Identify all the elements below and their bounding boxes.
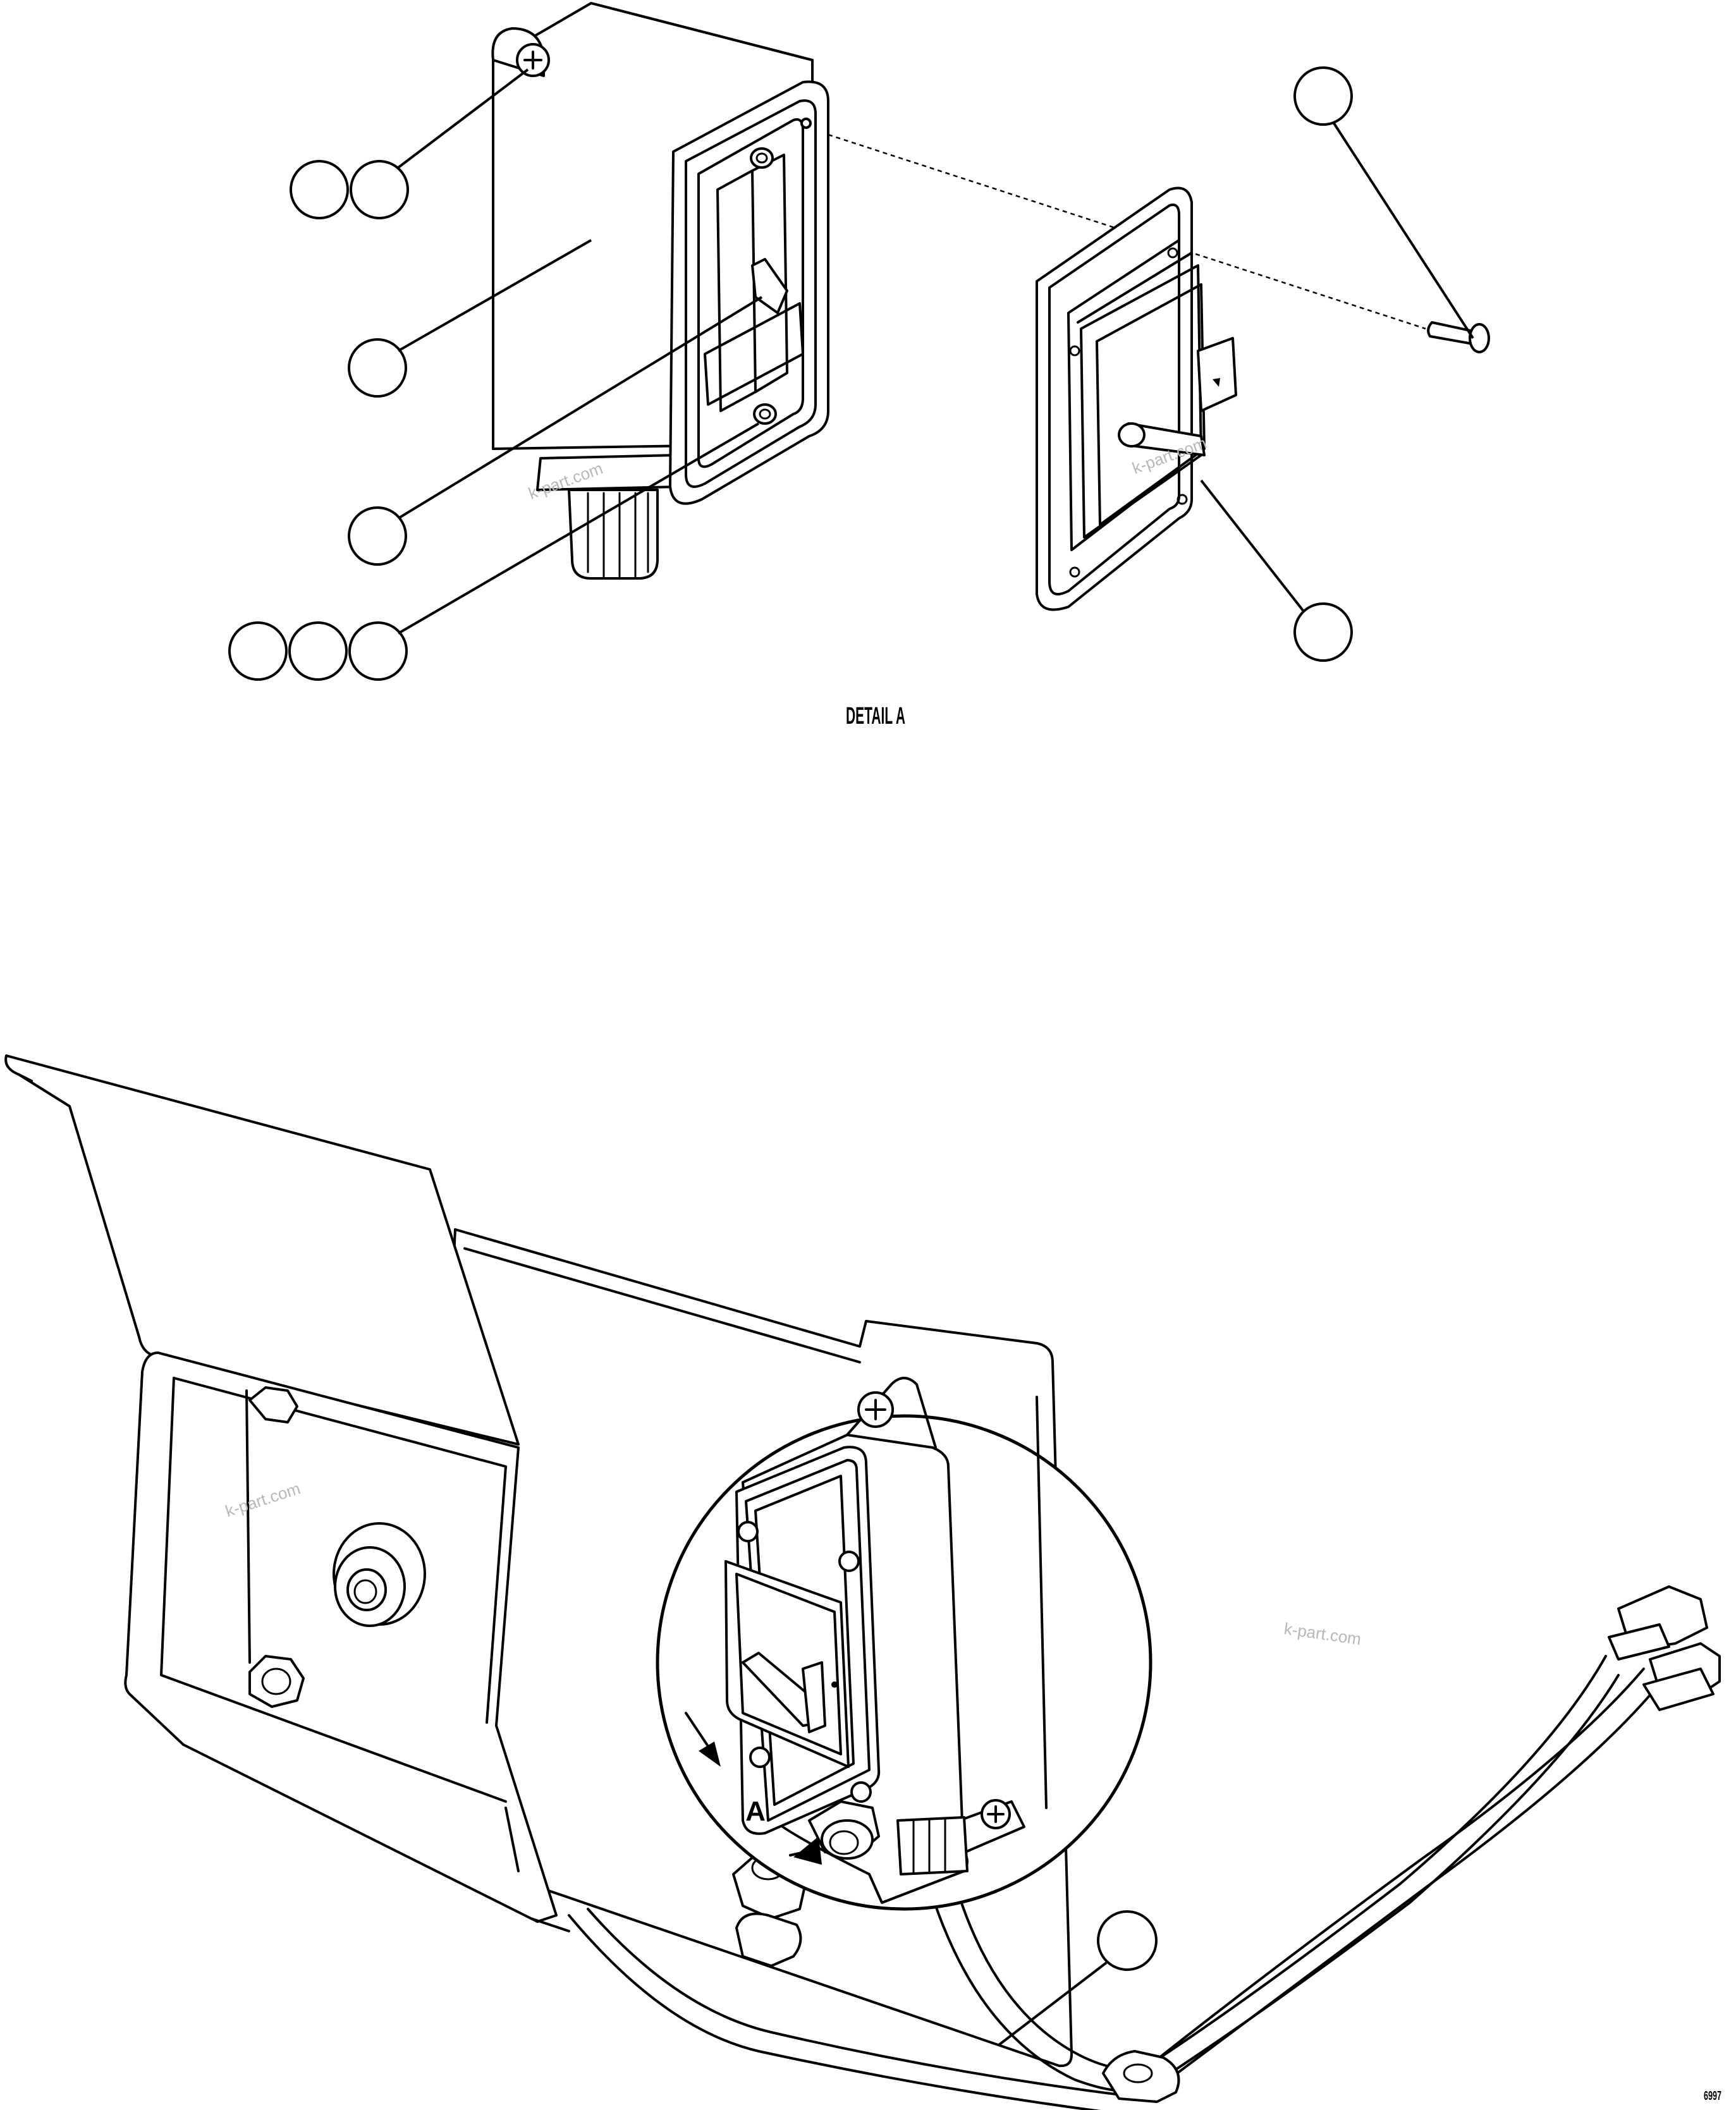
callout-bubble — [348, 506, 407, 566]
detail-leader-lines — [397, 68, 1474, 635]
switch-enclosure — [491, 2, 829, 580]
callout-bubble — [348, 338, 407, 398]
hex-bolt — [248, 1655, 305, 1708]
figure-code: 6997 — [1704, 2089, 1721, 2103]
detail-caption: DETAIL A — [846, 703, 905, 729]
callout-bubble — [348, 621, 408, 681]
cover-screw — [1427, 321, 1490, 353]
detail-callouts — [228, 66, 1353, 681]
detail-a-magnifier — [656, 1377, 1152, 1911]
cable-connector — [1608, 1585, 1708, 1661]
hex-bolt — [248, 1386, 298, 1424]
callout-bubble — [1293, 66, 1353, 126]
callout-bubble — [350, 160, 409, 219]
cable-connector — [1642, 1642, 1721, 1711]
switch-cover-plate — [1036, 186, 1237, 611]
view-arrows — [685, 1712, 822, 1865]
cable-clip — [1102, 2050, 1180, 2103]
terminal-stud — [732, 1851, 807, 1967]
watermark: k-part.com — [1283, 1619, 1362, 1649]
callout-bubble — [228, 621, 288, 681]
drive-housing — [124, 1351, 570, 1932]
callout-bubble — [288, 621, 348, 681]
detail-a-view: DETAIL A k-part.com k-part.com — [228, 2, 1490, 729]
callout-bubble — [290, 160, 349, 219]
callout-bubble — [1293, 602, 1353, 662]
cable-harness — [568, 1585, 1721, 2110]
view-label: A — [745, 1796, 766, 1827]
main-assembly-view: A k-part.com k-part.com 6997 — [4, 1054, 1721, 2110]
leader-line — [998, 1961, 1108, 2046]
callout-bubble — [1097, 1910, 1158, 1971]
